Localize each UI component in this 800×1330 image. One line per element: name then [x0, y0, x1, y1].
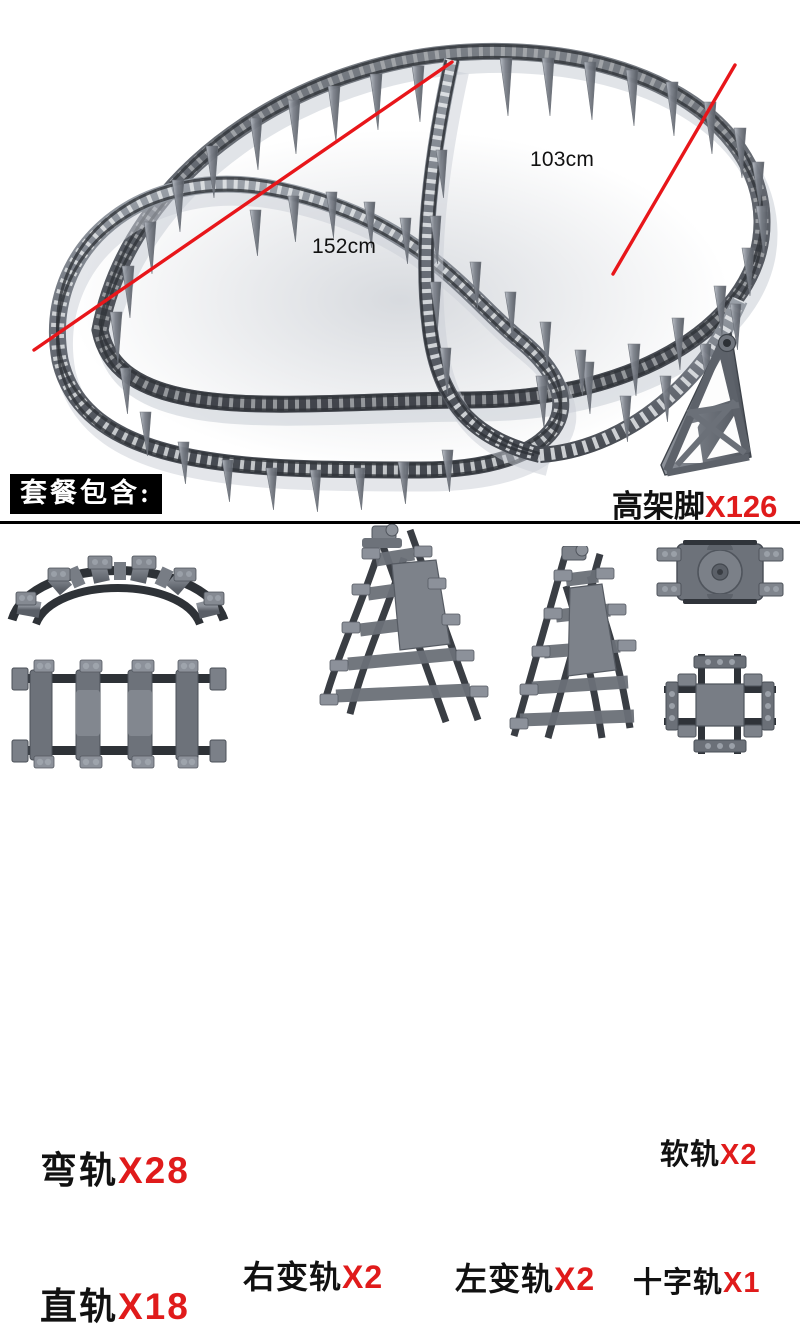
package-includes-banner: 套餐包含:	[10, 474, 162, 514]
flex-track-name: 软轨	[660, 1139, 721, 1171]
right-switch-track-image	[319, 524, 489, 724]
straight-track-qty: X18	[118, 1286, 190, 1327]
left-switch-caption: 左变轨X2	[455, 1254, 595, 1300]
pylon-showcase-image	[660, 331, 752, 477]
flex-track-image	[656, 540, 784, 604]
dimension-line-152	[32, 60, 454, 352]
dimension-label-width: 103cm	[530, 148, 595, 171]
parts-list: 弯轨X28	[0, 524, 800, 1328]
pylon-caption: 高架脚X126	[612, 481, 777, 522]
section-divider	[0, 521, 800, 524]
left-switch-qty: X2	[554, 1261, 596, 1297]
dimension-line-103	[611, 63, 737, 276]
straight-track-image	[11, 659, 227, 769]
switch-lever	[362, 524, 402, 548]
right-switch-name: 右变轨	[243, 1259, 343, 1295]
dimension-label-length: 152cm	[312, 235, 377, 258]
cross-track-image	[664, 654, 776, 754]
curved-track-name: 弯轨	[40, 1151, 118, 1192]
right-switch-caption: 右变轨X2	[243, 1252, 383, 1298]
support-pylons	[109, 57, 769, 513]
left-switch-name: 左变轨	[455, 1261, 555, 1297]
cross-track-qty: X1	[723, 1267, 761, 1299]
cross-track-caption: 十字轨X1	[633, 1259, 761, 1301]
dimension-lines	[32, 60, 737, 352]
flex-track-qty: X2	[720, 1139, 758, 1171]
pylon-caption-qty: X126	[705, 489, 778, 522]
right-switch-qty: X2	[342, 1259, 384, 1295]
left-switch-track-image	[509, 546, 637, 739]
switch-lever	[561, 546, 589, 561]
curved-track-caption: 弯轨X28	[40, 1140, 190, 1194]
straight-track-caption: 直轨X18	[40, 1276, 190, 1330]
pylon-caption-name: 高架脚	[612, 489, 705, 522]
cross-track-name: 十字轨	[633, 1267, 724, 1299]
curved-track-qty: X28	[118, 1150, 190, 1191]
curved-track-image	[7, 555, 229, 626]
return-arc-track	[539, 296, 748, 463]
track-layout-illustration	[32, 42, 778, 513]
flex-track-caption: 软轨X2	[660, 1131, 758, 1173]
straight-track-name: 直轨	[40, 1287, 118, 1328]
track-layout-photo: 152cm 103cm	[0, 0, 800, 522]
